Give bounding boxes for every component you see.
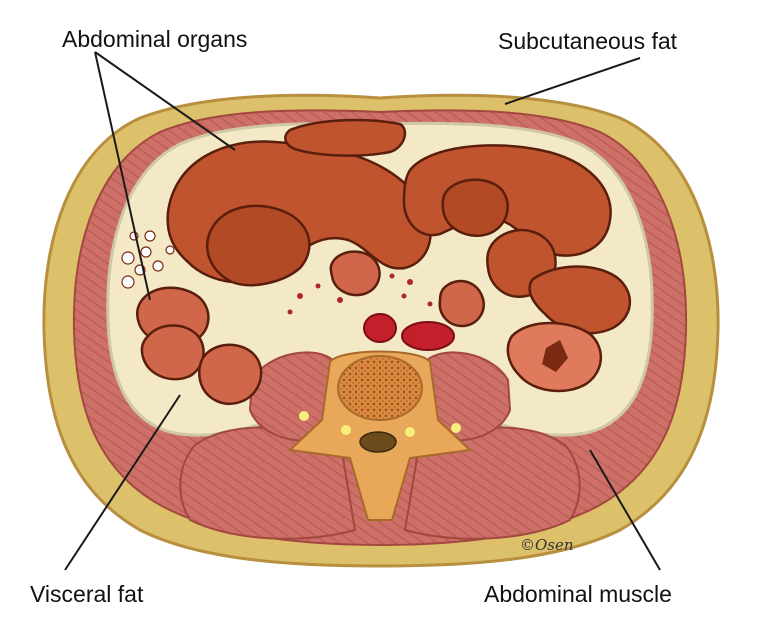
label-abdominal-muscle: Abdominal muscle [484, 583, 672, 606]
aorta [364, 314, 396, 342]
label-visceral-fat: Visceral fat [30, 583, 143, 606]
artist-signature: ©Osen [520, 536, 574, 554]
vena-cava [402, 322, 454, 350]
label-subcutaneous-fat: Subcutaneous fat [498, 30, 677, 53]
label-abdominal-organs: Abdominal organs [62, 28, 247, 51]
